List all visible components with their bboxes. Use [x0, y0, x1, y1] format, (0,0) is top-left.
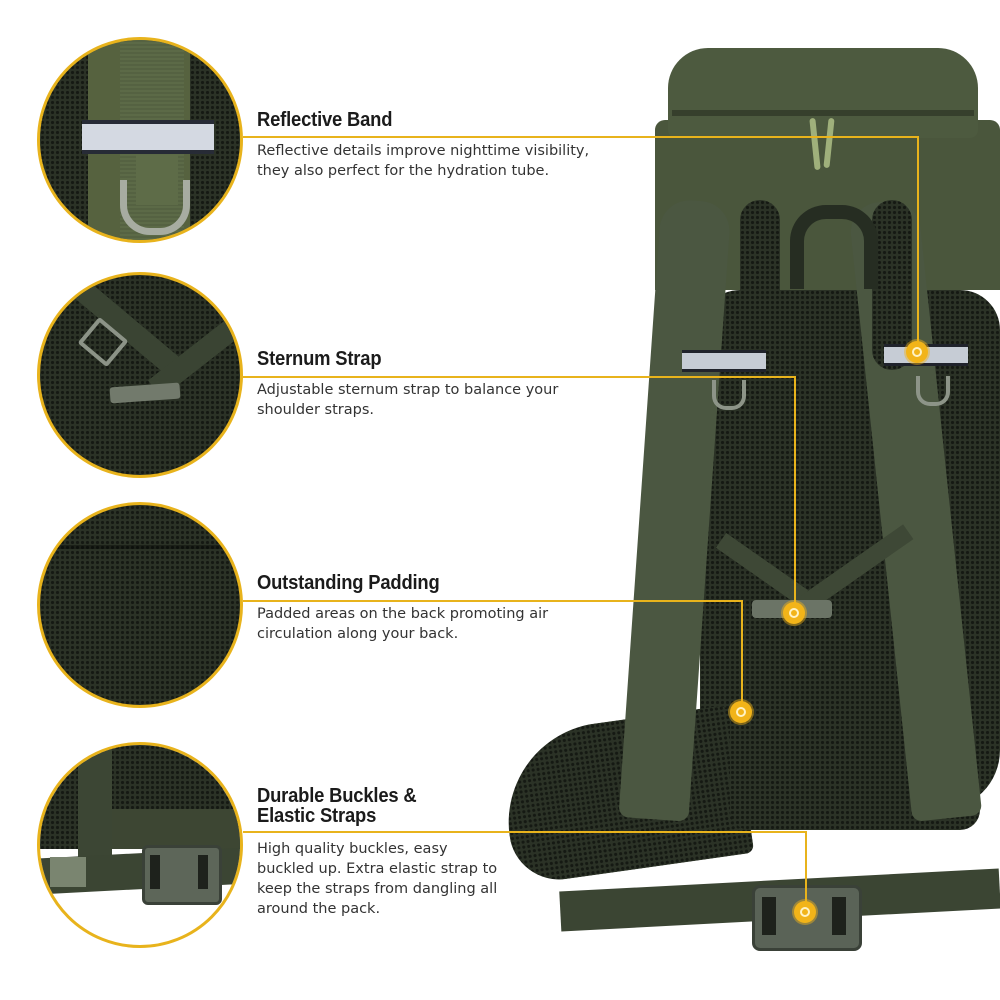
mesh-texture [40, 40, 88, 240]
mesh-texture [190, 40, 240, 240]
hotspot-sternum-strap[interactable] [783, 602, 805, 624]
buckle-slot [198, 855, 208, 889]
buckle-slot [762, 897, 776, 935]
feature-description: High quality buckles, easy buckled up. E… [257, 841, 498, 917]
callout-line-reflective-band [917, 136, 919, 344]
vertical-strap [78, 745, 112, 865]
buckle-slot [150, 855, 160, 889]
hip-belt-wing [495, 704, 755, 886]
feature-sternum-strap: Sternum Strap Adjustable sternum strap t… [257, 349, 558, 420]
callout-line-buckles [243, 831, 807, 833]
backpack-top-lid [668, 48, 978, 138]
lid-zipper [672, 110, 974, 116]
lumbar-padding [730, 640, 980, 830]
feature-reflective-band: Reflective Band Reflective details impro… [257, 110, 589, 181]
reflective-band-detail-image [37, 37, 243, 243]
shoulder-strap-mesh [740, 200, 780, 370]
d-ring-right [916, 376, 950, 406]
feature-title: Sternum Strap [257, 348, 382, 370]
zipper-pull-cord [823, 117, 835, 169]
callout-line-buckles [805, 831, 807, 903]
left-shoulder-strap [618, 198, 732, 822]
feature-title-line-1: Durable Buckles & [257, 785, 417, 807]
callout-line-padding [741, 600, 743, 704]
sternum-strap-detail-image [37, 272, 243, 478]
hotspot-padding[interactable] [730, 701, 752, 723]
buckle-icon [109, 382, 181, 404]
elastic-keeper [50, 857, 86, 887]
feature-title: Reflective Band [257, 109, 393, 131]
right-shoulder-strap [847, 198, 983, 822]
feature-title: Outstanding Padding [257, 572, 440, 594]
reflective-strip [82, 120, 214, 154]
buckle-detail-image [37, 742, 243, 948]
callout-line-reflective-band [243, 136, 919, 138]
feature-description: Padded areas on the back promoting air c… [257, 606, 549, 642]
buckle-slot [832, 897, 846, 935]
hip-belt-strap [559, 868, 1000, 932]
feature-title-line-2: Elastic Straps [257, 805, 377, 827]
grab-handle [790, 205, 878, 289]
feature-description: Adjustable sternum strap to balance your… [257, 382, 559, 418]
sternum-strap-right [796, 524, 914, 614]
hotspot-reflective-band[interactable] [906, 341, 928, 363]
backpack-body [655, 120, 1000, 290]
feature-durable-buckles: Durable Buckles & Elastic Straps High qu… [257, 786, 497, 919]
hotspot-buckles[interactable] [794, 901, 816, 923]
back-mesh-panel [700, 290, 1000, 810]
feature-description: Reflective details improve nighttime vis… [257, 143, 590, 179]
callout-line-sternum-strap [243, 376, 796, 378]
callout-line-padding [243, 600, 743, 602]
reflective-band-left [682, 350, 766, 372]
shoulder-strap-mesh [872, 200, 912, 370]
callout-line-sternum-strap [794, 376, 796, 604]
lumbar-pad [100, 809, 240, 849]
d-ring-icon [120, 180, 190, 235]
padding-detail-image [37, 502, 243, 708]
feature-outstanding-padding: Outstanding Padding Padded areas on the … [257, 573, 548, 644]
padding-seam [40, 545, 240, 549]
zipper-pull-cord [809, 117, 821, 171]
d-ring-left [712, 380, 746, 410]
